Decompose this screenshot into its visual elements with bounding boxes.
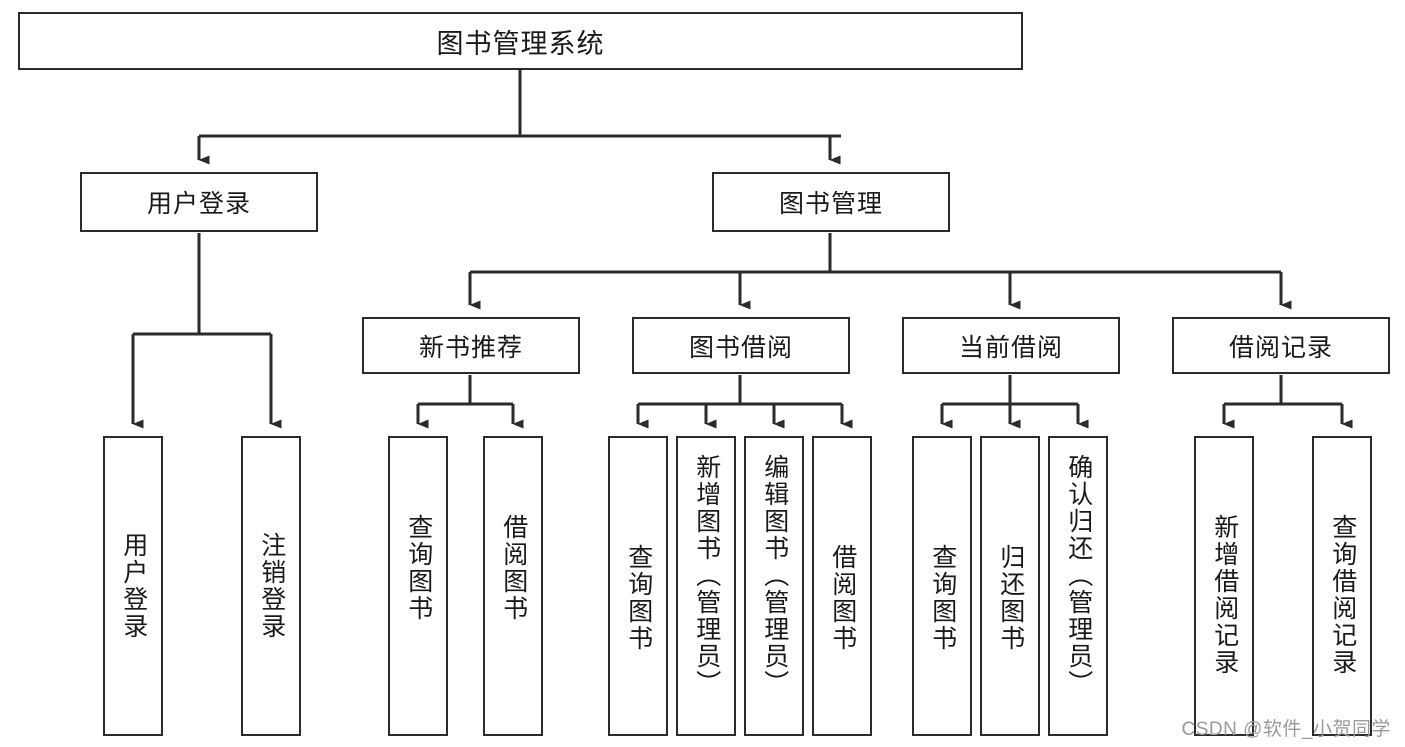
node-book-borrow-label: 图书借阅 [688, 333, 793, 362]
leaf-logout-label: 注销登录 [257, 532, 286, 640]
leaf-query-record-label: 查询借阅记录 [1328, 514, 1357, 676]
leaf-user-login[interactable]: 用户登录 [103, 436, 163, 736]
leaf-query-book-3-label: 查询图书 [928, 544, 957, 652]
leaf-add-book[interactable]: 新增图书（管理员） [676, 436, 736, 736]
leaf-user-login-label: 用户登录 [119, 532, 148, 640]
leaf-query-book-2[interactable]: 查询图书 [608, 436, 668, 736]
leaf-logout[interactable]: 注销登录 [241, 436, 301, 736]
node-current-borrow-label: 当前借阅 [958, 333, 1063, 362]
leaf-query-book-1[interactable]: 查询图书 [388, 436, 448, 736]
leaf-edit-book[interactable]: 编辑图书（管理员） [744, 436, 804, 736]
leaf-query-book-3[interactable]: 查询图书 [912, 436, 972, 736]
leaf-return-book[interactable]: 归还图书 [980, 436, 1040, 736]
node-book-manage[interactable]: 图书管理 [712, 172, 950, 232]
leaf-borrow-book-2[interactable]: 借阅图书 [812, 436, 872, 736]
watermark: CSDN @软件_小贺同学 [1181, 719, 1391, 740]
node-borrow-record[interactable]: 借阅记录 [1172, 317, 1390, 374]
node-current-borrow[interactable]: 当前借阅 [902, 317, 1120, 374]
leaf-borrow-book-1[interactable]: 借阅图书 [483, 436, 543, 736]
leaf-borrow-book-2-label: 借阅图书 [828, 544, 857, 652]
node-new-book-rec[interactable]: 新书推荐 [362, 317, 580, 374]
leaf-borrow-book-1-label: 借阅图书 [499, 514, 528, 622]
node-root[interactable]: 图书管理系统 [18, 12, 1023, 70]
leaf-add-book-label: 新增图书（管理员） [692, 454, 721, 697]
node-user-login[interactable]: 用户登录 [80, 172, 318, 232]
node-root-label: 图书管理系统 [436, 28, 605, 59]
leaf-return-book-label: 归还图书 [996, 544, 1025, 652]
node-user-login-label: 用户登录 [146, 190, 251, 218]
node-new-book-rec-label: 新书推荐 [418, 333, 523, 362]
node-borrow-record-label: 借阅记录 [1228, 333, 1333, 362]
leaf-query-record[interactable]: 查询借阅记录 [1312, 436, 1372, 736]
leaf-confirm-return-label: 确认归还（管理员） [1064, 454, 1093, 697]
leaf-add-record[interactable]: 新增借阅记录 [1194, 436, 1254, 736]
leaf-query-book-2-label: 查询图书 [624, 544, 653, 652]
leaf-edit-book-label: 编辑图书（管理员） [760, 454, 789, 697]
leaf-add-record-label: 新增借阅记录 [1210, 514, 1239, 676]
leaf-confirm-return[interactable]: 确认归还（管理员） [1048, 436, 1108, 736]
node-book-manage-label: 图书管理 [778, 190, 883, 218]
leaf-query-book-1-label: 查询图书 [404, 514, 433, 622]
node-book-borrow[interactable]: 图书借阅 [632, 317, 850, 374]
